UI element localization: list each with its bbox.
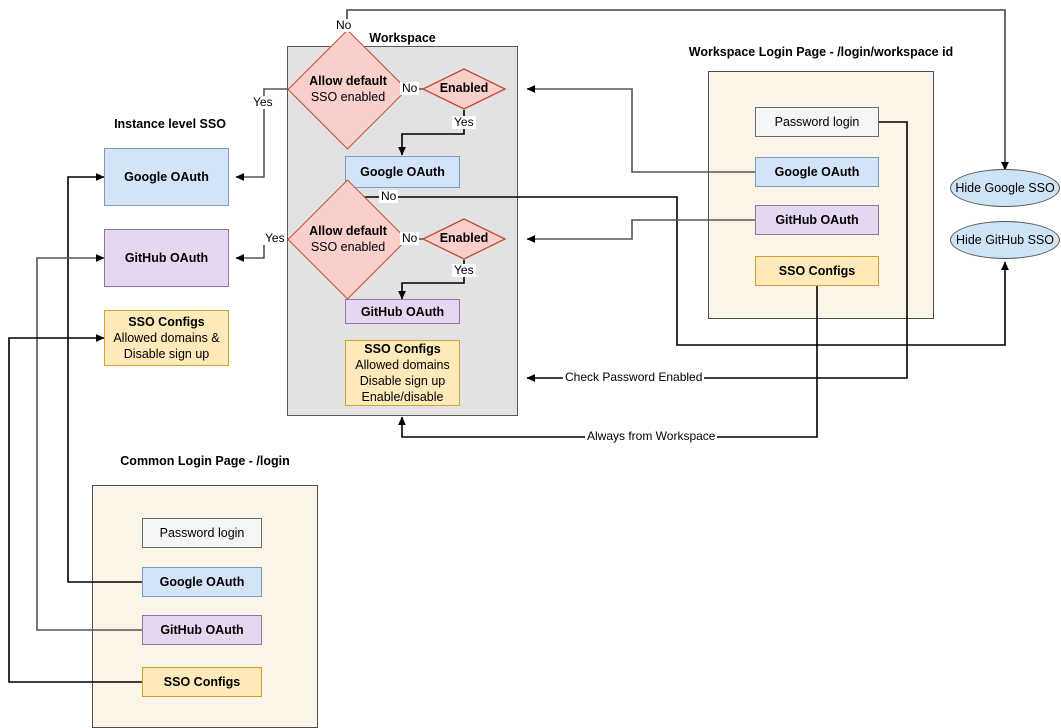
instance-sso-title: Instance level SSO xyxy=(114,117,226,131)
diamond-outline xyxy=(422,68,506,110)
workspace-github-oauth[interactable]: GitHub OAuth xyxy=(345,299,460,324)
diamond-label: Enabled xyxy=(439,81,489,96)
wslogin-sso-configs[interactable]: SSO Configs xyxy=(755,256,879,286)
diamond-label: Enabled xyxy=(439,231,489,246)
diamond-label: Allow default SSO enabled xyxy=(285,197,411,282)
edge-label-yes-google-enabled: Yes xyxy=(452,115,476,130)
edge-label-yes-github-enabled: Yes xyxy=(452,263,476,278)
workspace-login-title: Workspace Login Page - /login/workspace … xyxy=(688,45,954,59)
workspace-google-oauth[interactable]: Google OAuth xyxy=(345,156,460,188)
diamond-outline xyxy=(422,218,506,260)
wslogin-github-oauth[interactable]: GitHub OAuth xyxy=(755,205,879,235)
commonlogin-sso-configs[interactable]: SSO Configs xyxy=(142,667,262,697)
sso-configs-title: SSO Configs xyxy=(364,342,441,356)
diamond-line1: Allow default xyxy=(309,223,387,238)
diamond-enabled-github[interactable]: Enabled xyxy=(422,218,506,260)
workspace-title: Workspace xyxy=(369,31,436,45)
diamond-allow-default-sso-google[interactable]: Allow default SSO enabled xyxy=(287,29,408,150)
instance-github-oauth[interactable]: GitHub OAuth xyxy=(104,229,229,287)
diamond-line2: SSO enabled xyxy=(310,239,386,254)
common-login-title: Common Login Page - /login xyxy=(120,454,290,468)
sso-configs-line2: Disable sign up xyxy=(359,374,446,388)
wslogin-password-login[interactable]: Password login xyxy=(755,107,879,137)
diamond-label: Allow default SSO enabled xyxy=(285,47,411,132)
wslogin-google-oauth[interactable]: Google OAuth xyxy=(755,157,879,187)
sso-configs-line1: Allowed domains xyxy=(355,358,450,372)
instance-sso-configs[interactable]: SSO Configs Allowed domains & Disable si… xyxy=(104,310,229,366)
sso-configs-line1: Allowed domains & xyxy=(113,331,220,345)
hide-google-sso[interactable]: Hide Google SSO xyxy=(950,169,1060,207)
diamond-enabled-google[interactable]: Enabled xyxy=(422,68,506,110)
edge-label-no-google-enabled: No xyxy=(400,81,420,96)
commonlogin-google-oauth[interactable]: Google OAuth xyxy=(142,567,262,597)
diamond-line2: SSO enabled xyxy=(310,89,386,104)
edge-label-no-mid: No xyxy=(379,189,399,204)
sso-configs-line3: Enable/disable xyxy=(361,390,444,404)
hide-github-sso[interactable]: Hide GitHub SSO xyxy=(950,221,1060,259)
commonlogin-github-oauth[interactable]: GitHub OAuth xyxy=(142,615,262,645)
instance-google-oauth[interactable]: Google OAuth xyxy=(104,148,229,206)
edge-label-always-from-workspace: Always from Workspace xyxy=(585,429,718,444)
commonlogin-password-login[interactable]: Password login xyxy=(142,518,262,548)
edge-label-no-github-enabled: No xyxy=(400,231,420,246)
edge-label-check-password-enabled: Check Password Enabled xyxy=(563,370,705,385)
sso-configs-title: SSO Configs xyxy=(128,315,205,329)
edge-label-yes-google-allow: Yes xyxy=(251,95,275,110)
diamond-line1: Allow default xyxy=(309,73,387,88)
sso-configs-line2: Disable sign up xyxy=(123,347,210,361)
diamond-allow-default-sso-github[interactable]: Allow default SSO enabled xyxy=(287,179,408,300)
edge-label-no-top: No xyxy=(334,18,354,33)
edge-label-yes-github-allow: Yes xyxy=(263,231,287,246)
workspace-sso-configs[interactable]: SSO Configs Allowed domains Disable sign… xyxy=(345,340,460,406)
